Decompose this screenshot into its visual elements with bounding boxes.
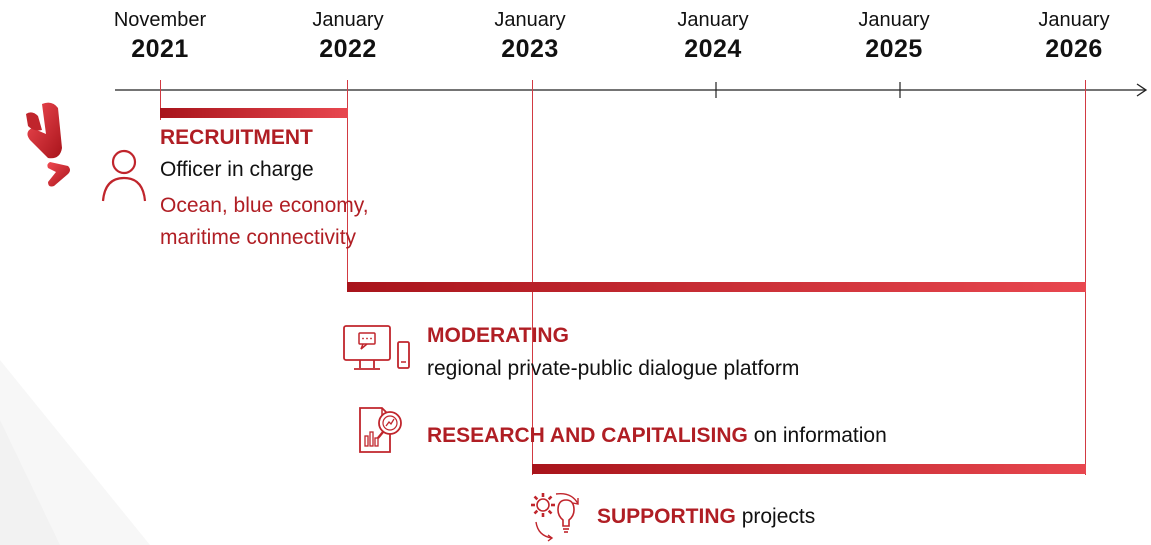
moderating-bar [347,282,1086,292]
tick-year: 2021 [131,35,189,63]
recruitment-role: Officer in charge [160,158,314,181]
research-title: RESEARCH AND CAPITALISING [427,424,748,447]
supporting-line: SUPPORTING projects [597,503,815,531]
guide-line-2021 [160,80,161,120]
guide-line-2022 [347,80,348,292]
tick-label-2025: January 2025 [824,8,964,66]
guide-line-2023 [532,80,533,475]
person-icon [101,149,147,202]
recruitment-focus-line2: maritime connectivity [160,226,357,249]
document-magnifier-icon [359,407,402,453]
tick-label-2026: January 2026 [1004,8,1144,66]
recruitment-title: RECRUITMENT [160,126,313,149]
research-suffix: on information [753,424,887,447]
tick-label-2024: January 2024 [643,8,783,66]
tick-year: 2022 [319,35,377,63]
research-line: RESEARCH AND CAPITALISING on information [427,422,887,450]
tick-month: January [312,9,384,31]
moderating-title: MODERATING [427,324,569,347]
tick-year: 2023 [501,35,559,63]
recruitment-bar [160,108,348,118]
supporting-title: SUPPORTING [597,505,736,528]
brand-logo-icon [26,102,70,187]
tick-label-2023: January 2023 [460,8,600,66]
guide-line-2026 [1085,80,1086,475]
tick-label-2021: November 2021 [90,8,230,66]
tick-year: 2024 [684,35,742,63]
tick-year: 2026 [1045,35,1103,63]
supporting-suffix: projects [741,505,816,528]
gear-bulb-icon [531,493,579,542]
tick-year: 2025 [865,35,923,63]
monitor-chat-icon [343,325,410,370]
tick-month: January [858,9,930,31]
supporting-bar [532,464,1086,474]
tick-month: January [677,9,749,31]
tick-month: January [494,9,566,31]
moderating-description: regional private-public dialogue platfor… [427,357,800,380]
tick-month: January [1038,9,1110,31]
recruitment-focus-line1: Ocean, blue economy, [160,194,369,217]
tick-month: November [113,9,207,31]
tick-label-2022: January 2022 [278,8,418,66]
